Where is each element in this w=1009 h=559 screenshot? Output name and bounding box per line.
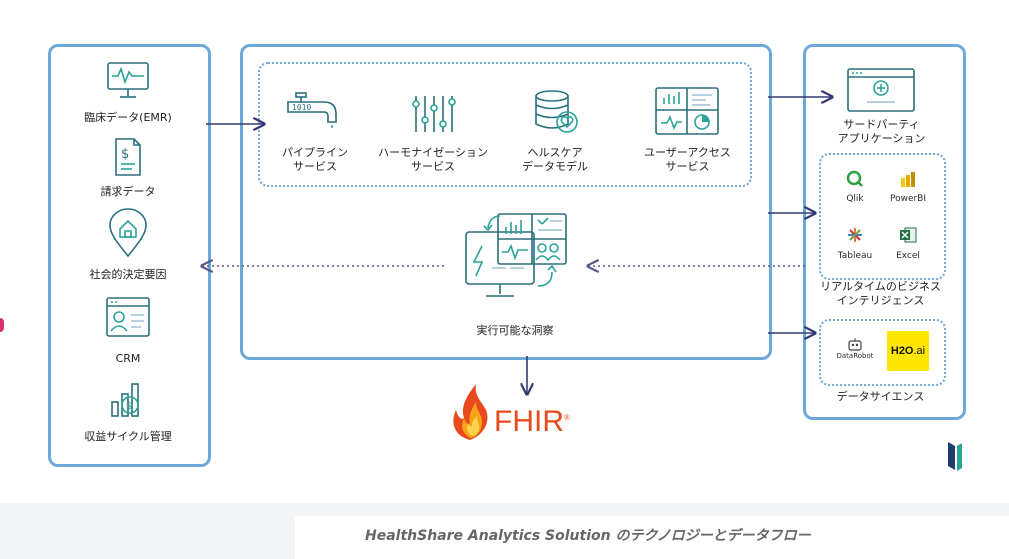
- h2o-logo: H2O.ai: [887, 331, 929, 371]
- source-label-crm: CRM: [115, 352, 141, 365]
- datarobot-label: DataRobot: [836, 352, 874, 360]
- insights-label: 実行可能な洞察: [476, 324, 554, 337]
- service-pipeline-line1: パイプライン: [282, 146, 348, 159]
- sliders-icon: [412, 96, 456, 132]
- actionable-insights-icon: [465, 213, 567, 297]
- revenue-chart-icon: $: [111, 383, 139, 417]
- bi-tools-group: [819, 153, 946, 280]
- service-label-data-model: ヘルスケア データモデル: [505, 146, 605, 174]
- bi-line2: インテリジェンス: [836, 294, 925, 307]
- bi-line1: リアルタイムのビジネス: [820, 280, 941, 293]
- source-label-emr: 臨床データ(EMR): [84, 111, 172, 124]
- invoice-dollar-icon: $: [115, 138, 141, 176]
- pipeline-digits: 1010: [292, 103, 311, 112]
- service-useraccess-line1: ユーザーアクセス: [644, 146, 731, 159]
- source-label-rcm: 収益サイクル管理: [84, 430, 172, 443]
- home-location-pin-icon: [109, 208, 147, 258]
- excel-icon: [900, 227, 917, 243]
- database-heart-icon: [535, 90, 578, 133]
- fhir-label: FHIR®: [494, 405, 570, 439]
- bi-label: リアルタイムのビジネス インテリジェンス: [808, 280, 953, 308]
- fhir-registered-mark: ®: [564, 413, 570, 422]
- diagram-canvas: 臨床データ(EMR) $ 請求データ 社会的決定要因 CRM $ 収益サイクル管…: [0, 0, 1009, 503]
- h2o-suffix: .ai: [913, 345, 926, 357]
- tableau-icon: [848, 228, 862, 242]
- qlik-icon: [846, 170, 863, 187]
- data-science-label: データサイエンス: [836, 390, 925, 403]
- third-party-line2: アプリケーション: [837, 132, 926, 145]
- third-party-line1: サードパーティ: [843, 118, 920, 131]
- service-useraccess-line2: サービス: [665, 160, 710, 173]
- fhir-text: FHIR: [494, 405, 564, 438]
- dashboard-icon: [655, 87, 719, 135]
- service-harmonization-line2: サービス: [411, 160, 455, 173]
- powerbi-icon: [901, 172, 915, 187]
- excel-label: Excel: [896, 251, 920, 261]
- service-label-harmonization: ハーモナイゼーション サービス: [368, 146, 498, 174]
- edge-marker: [0, 318, 4, 332]
- pipeline-faucet-icon: 1010: [287, 92, 337, 128]
- contact-card-icon: [106, 297, 150, 337]
- third-party-label: サードパーティ アプリケーション: [810, 118, 953, 146]
- powerbi-label: PowerBI: [889, 194, 927, 204]
- service-label-user-access: ユーザーアクセス サービス: [630, 146, 745, 174]
- svg-text:$: $: [126, 401, 132, 412]
- third-party-app-icon: [847, 68, 915, 112]
- platform-panel: [240, 44, 772, 360]
- service-datamodel-line1: ヘルスケア: [527, 146, 583, 159]
- tableau-label: Tableau: [837, 251, 873, 261]
- source-label-sdoh: 社会的決定要因: [89, 268, 167, 281]
- service-harmonization-line1: ハーモナイゼーション: [378, 146, 488, 159]
- brand-logo-icon: [948, 442, 962, 471]
- fhir-flame-icon: [453, 384, 488, 440]
- service-pipeline-line2: サービス: [293, 160, 337, 173]
- source-label-claims: 請求データ: [100, 185, 156, 198]
- heartbeat-monitor-icon: [107, 62, 149, 98]
- flow-arrows: [0, 0, 1009, 503]
- svg-text:$: $: [121, 147, 129, 162]
- service-label-pipeline: パイプライン サービス: [260, 146, 370, 174]
- h2o-text: H2O: [890, 345, 914, 357]
- qlik-label: Qlik: [846, 194, 864, 204]
- service-datamodel-line2: データモデル: [522, 160, 588, 173]
- caption-text: HealthShare Analytics Solution のテクノロジーとデ…: [365, 528, 811, 544]
- data-science-group: [819, 319, 946, 386]
- consumers-panel: [803, 44, 966, 420]
- caption-bar: HealthShare Analytics Solution のテクノロジーとデ…: [295, 516, 1009, 559]
- datarobot-icon: [848, 338, 862, 351]
